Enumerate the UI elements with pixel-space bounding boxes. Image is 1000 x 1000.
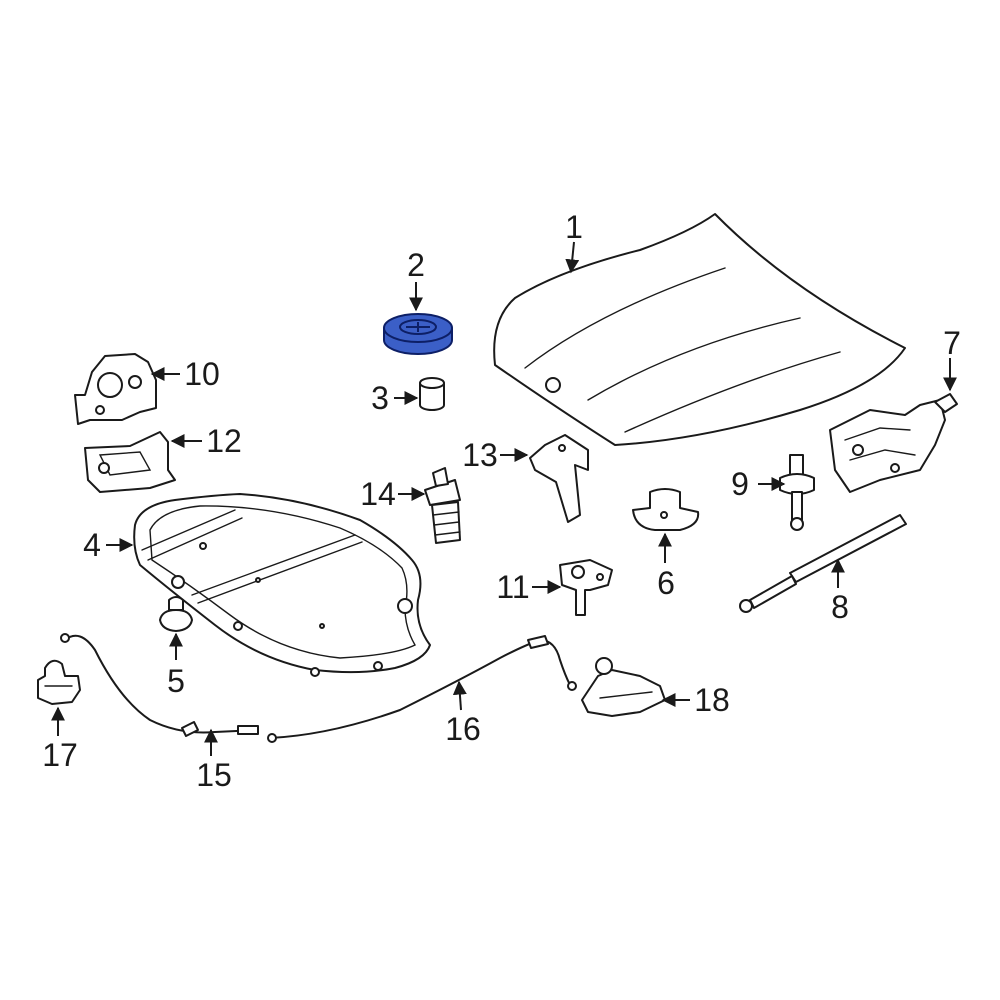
callout-6: 6 bbox=[657, 565, 675, 601]
callout-11: 11 bbox=[496, 569, 529, 605]
callout-10: 10 bbox=[184, 356, 220, 392]
lift-strut-part[interactable] bbox=[739, 514, 907, 613]
spring-bumper-part[interactable] bbox=[424, 467, 461, 544]
callout-8: 8 bbox=[831, 589, 849, 625]
hinge-bracket-part[interactable] bbox=[529, 434, 589, 523]
hood-latch-part[interactable] bbox=[829, 393, 958, 493]
latch-bracket-part[interactable] bbox=[84, 431, 176, 493]
callout-labels: 1 2 3 4 5 6 7 8 9 10 11 12 13 14 15 16 1… bbox=[42, 209, 961, 793]
callout-2: 2 bbox=[407, 247, 425, 283]
callout-16: 16 bbox=[445, 711, 481, 747]
callout-9: 9 bbox=[731, 466, 749, 502]
insulation-pad-part[interactable] bbox=[133, 493, 431, 677]
latch-assembly-part[interactable] bbox=[74, 353, 157, 425]
callout-1: 1 bbox=[565, 209, 583, 245]
callout-3: 3 bbox=[371, 380, 389, 416]
leader-1 bbox=[565, 241, 580, 274]
callout-5: 5 bbox=[167, 663, 185, 699]
switch-part[interactable] bbox=[37, 659, 81, 705]
push-clip-part[interactable] bbox=[159, 596, 193, 632]
grommet-part-highlighted[interactable] bbox=[383, 313, 453, 355]
callout-13: 13 bbox=[462, 437, 498, 473]
callout-14: 14 bbox=[360, 476, 396, 512]
release-handle-part[interactable] bbox=[581, 657, 666, 717]
bumper-sleeve-part[interactable] bbox=[419, 377, 445, 411]
leader-16 bbox=[452, 680, 467, 711]
leader-lines bbox=[51, 241, 957, 756]
bumper-mount-part[interactable] bbox=[632, 488, 700, 531]
release-cable-rear-part[interactable] bbox=[267, 635, 577, 743]
release-cable-part[interactable] bbox=[60, 633, 259, 737]
callout-4: 4 bbox=[83, 527, 101, 563]
striker-plate-part[interactable] bbox=[559, 559, 613, 616]
callout-17: 17 bbox=[42, 737, 78, 773]
callout-15: 15 bbox=[196, 757, 232, 793]
hood-part[interactable] bbox=[493, 213, 906, 446]
stud-part[interactable] bbox=[779, 454, 815, 531]
callout-12: 12 bbox=[206, 423, 242, 459]
callout-18: 18 bbox=[694, 682, 730, 718]
callout-7: 7 bbox=[943, 325, 961, 361]
